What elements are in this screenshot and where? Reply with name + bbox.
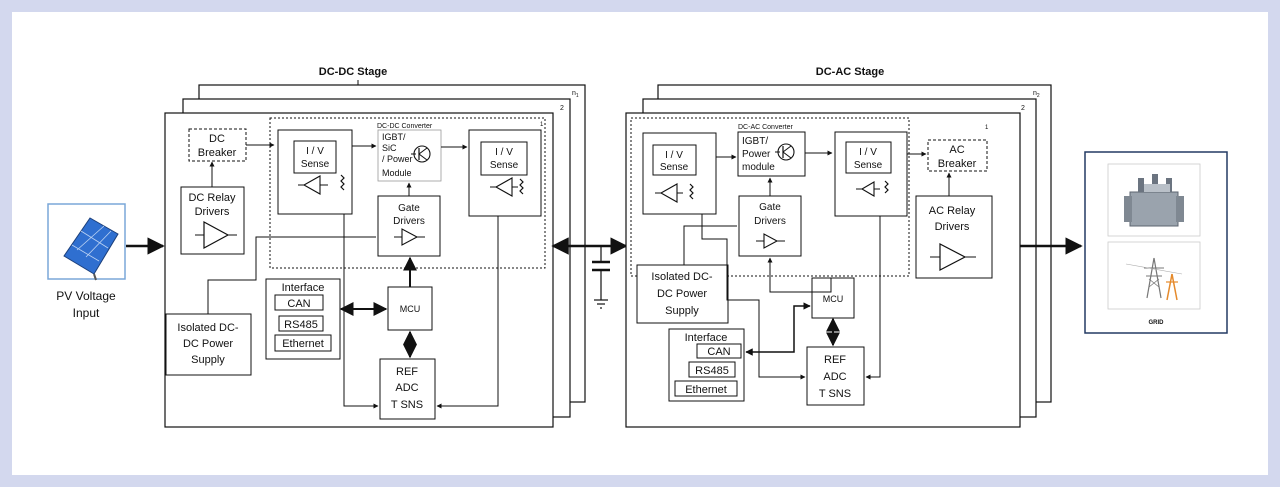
dcac-iv2-label-1: I / V [859, 147, 877, 158]
sense-amplifier-icon [298, 174, 345, 195]
transformer-icon [1124, 174, 1184, 227]
dcac-gate-label-2: Drivers [754, 216, 786, 227]
dcdc-layer-2-label: 2 [560, 105, 564, 112]
dc-breaker [188, 128, 247, 162]
dcac-iso-label-3: Supply [665, 305, 699, 317]
dcac-isolated-supply [636, 264, 729, 324]
ac-relay-drivers [915, 195, 993, 279]
dcdc-converter-region [269, 117, 546, 269]
dcdc-iso-label-3: Supply [191, 354, 225, 366]
dcdc-switch-label-2: SiC [382, 143, 397, 153]
dcdc-rs485: RS485 [284, 319, 318, 331]
dcdc-iso-label-2: DC Power [183, 338, 233, 350]
dcac-layer-n-label: n2 [1033, 90, 1040, 99]
dcdc-ethernet: Ethernet [282, 338, 324, 350]
dcdc-ref-adc [379, 358, 436, 420]
ac-breaker [927, 139, 988, 172]
capacitor-icon [592, 246, 610, 300]
dcac-adc: ADC [823, 371, 846, 383]
dcac-iv2-label-2: Sense [854, 160, 883, 171]
transistor-icon [411, 145, 431, 163]
grid-label: GRID [1149, 320, 1165, 326]
pv-label-line2: Input [73, 306, 100, 320]
dcac-iso-label-1: Isolated DC- [651, 271, 712, 283]
dcac-layer-1-label: 1 [985, 125, 989, 131]
transistor-icon [775, 143, 795, 161]
amplifier-icon [195, 220, 237, 250]
grid-block: GRID [1084, 151, 1228, 334]
dcdc-can: CAN [287, 298, 310, 310]
pv-input: PV Voltage Input [47, 203, 126, 320]
driver-icon [756, 233, 785, 249]
dc-relay-label-1: DC Relay [188, 192, 236, 204]
dcdc-isolated-supply [165, 313, 252, 376]
amplifier-icon [930, 243, 976, 271]
dcac-iv1-label-1: I / V [665, 150, 683, 161]
dc-relay-label-2: Drivers [195, 206, 230, 218]
dcac-iso-label-2: DC Power [657, 288, 707, 300]
diagram-canvas: PV Voltage Input DC-DC Stage n1 2 DC-DC … [12, 12, 1268, 475]
ac-relay-label-1: AC Relay [929, 205, 976, 217]
dcac-ref: REF [824, 354, 846, 366]
dcac-gate-label-1: Gate [759, 202, 781, 213]
dcdc-iv2-label-2: Sense [490, 160, 519, 171]
dcdc-tsns: T SNS [391, 399, 423, 411]
dcdc-stage: DC-DC Stage n1 2 DC-DC Converter 1 DC Br… [164, 66, 586, 428]
dcdc-gate-label-2: Drivers [393, 216, 425, 227]
dcdc-iv1-label-2: Sense [301, 159, 330, 170]
dcdc-layer-1-label: 1 [540, 122, 544, 128]
dcac-ref-adc [806, 346, 865, 406]
dcdc-converter-label: DC-DC Converter [377, 123, 433, 130]
dcdc-gate-label-1: Gate [398, 203, 420, 214]
dcac-tsns: T SNS [819, 388, 851, 400]
dcdc-gate-drivers [377, 195, 441, 257]
ac-breaker-label-2: Breaker [938, 158, 977, 170]
dcdc-layer-n-label: n1 [572, 90, 579, 99]
dcac-switch-label-1: IGBT/ [742, 136, 768, 147]
dcdc-switch-label-4: Module [382, 168, 412, 178]
dcdc-switch-module [377, 129, 442, 182]
dcdc-iv2-label-1: I / V [495, 147, 513, 158]
dcac-layer-2-label: 2 [1021, 105, 1025, 112]
dcac-switch-label-3: module [742, 162, 775, 173]
dcac-switch-label-2: Power [742, 149, 771, 160]
dcac-converter-region [630, 117, 910, 277]
dcdc-title: DC-DC Stage [319, 66, 387, 78]
dc-breaker-label-1: DC [209, 133, 225, 145]
sense-amplifier-icon [490, 177, 524, 197]
dcac-rs485: RS485 [695, 365, 729, 377]
sense-amplifier-icon [856, 180, 889, 197]
dcac-iv1-label-2: Sense [660, 162, 689, 173]
ac-breaker-label-1: AC [949, 144, 964, 156]
ac-relay-label-2: Drivers [935, 221, 970, 233]
dcdc-iv1-label-1: I / V [306, 146, 324, 157]
pv-label-line1: PV Voltage [56, 289, 116, 303]
dcdc-mcu-label: MCU [400, 304, 421, 314]
dcac-interface-title: Interface [685, 332, 728, 344]
dcac-stage: DC-AC Stage n2 2 1 DC-AC Converter I / V… [625, 66, 1052, 428]
dcac-converter-label: DC-AC Converter [738, 124, 794, 131]
dcac-ethernet: Ethernet [685, 384, 727, 396]
dcdc-adc: ADC [395, 382, 418, 394]
dcdc-iso-label-1: Isolated DC- [177, 322, 238, 334]
dcac-gate-drivers [738, 195, 802, 257]
dcdc-ref: REF [396, 366, 418, 378]
solar-panel-icon [63, 217, 119, 281]
ground-icon [594, 299, 608, 309]
block-diagram: PV Voltage Input DC-DC Stage n1 2 DC-DC … [47, 66, 1228, 428]
dcdc-interface-title: Interface [282, 282, 325, 294]
dc-breaker-label-2: Breaker [198, 147, 237, 159]
power-tower-icon [1125, 257, 1183, 301]
dcdc-switch-label-3: / Power [382, 154, 413, 164]
dcac-title: DC-AC Stage [816, 66, 884, 78]
sense-amplifier-icon [655, 183, 694, 203]
driver-icon [394, 228, 425, 246]
dcac-can: CAN [707, 346, 730, 358]
dcdc-switch-label-1: IGBT/ [382, 132, 406, 142]
dcdc-mcu [387, 286, 433, 331]
dcac-mcu-label: MCU [823, 294, 844, 304]
